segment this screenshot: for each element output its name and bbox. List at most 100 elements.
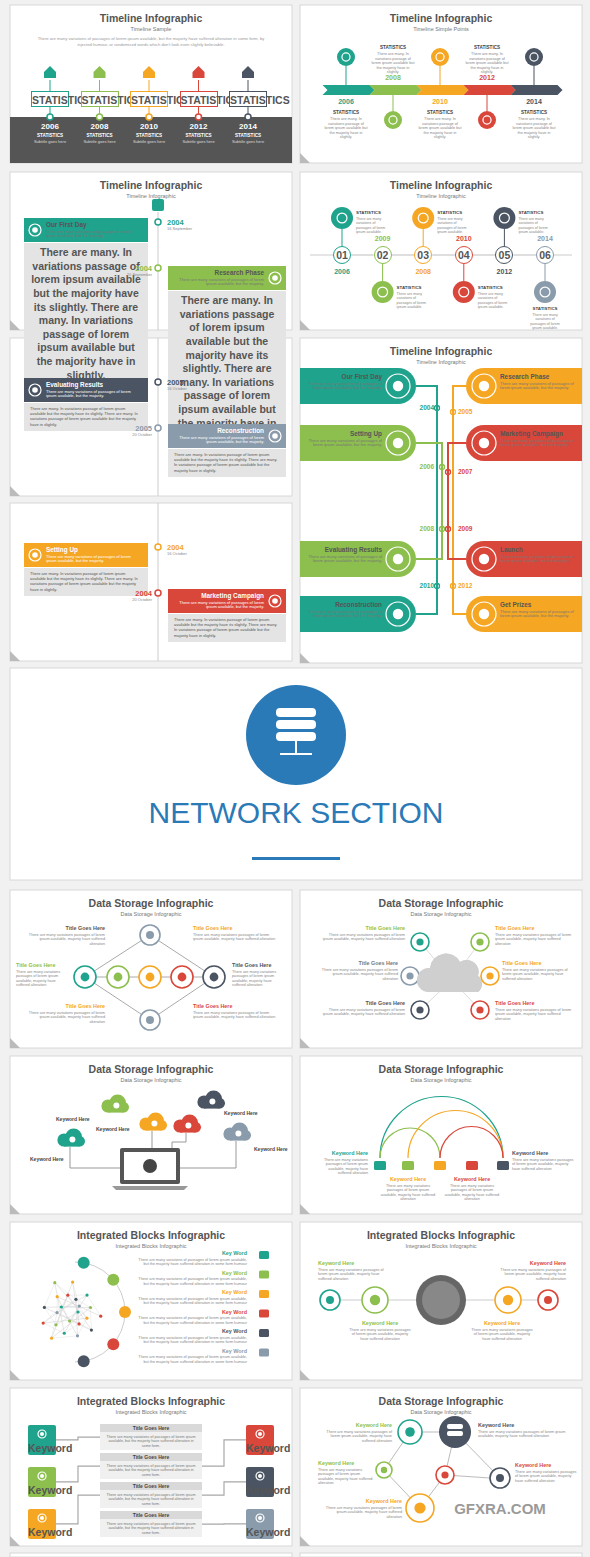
icon-ring	[269, 430, 281, 442]
timeline-axis	[310, 255, 333, 256]
mesh-dot	[53, 1281, 56, 1284]
connector-line	[56, 1495, 100, 1524]
label-text: 2014	[533, 235, 557, 243]
node-body: There are many variations of passages of…	[100, 1462, 202, 1479]
cloud-glyph	[209, 1098, 215, 1104]
timeline-band: Get PrizesThere are many variations of p…	[466, 596, 582, 632]
icon-ring	[269, 595, 281, 607]
section-underline	[252, 857, 340, 860]
icon-ring	[362, 1287, 388, 1313]
label-text: STATISTICS	[80, 133, 120, 139]
icon-circle	[478, 111, 496, 129]
slide-panel: Data Storage InfographicData Storage Inf…	[10, 1056, 292, 1214]
node-body: Data Storage Infographic	[320, 911, 562, 918]
slide-corner	[300, 1536, 310, 1546]
label-text: 2014	[514, 98, 554, 106]
node-heading: There are many. In variations passage of…	[30, 406, 142, 427]
globe-shape	[422, 1281, 460, 1319]
icon-glyph	[393, 609, 403, 619]
connector-line	[432, 254, 455, 255]
node-heading: Timeline Infographic	[30, 179, 272, 192]
keyword-tile: Keyword	[246, 1467, 274, 1497]
icon-glyph	[146, 973, 155, 982]
node-heading: Data Storage Infographic	[320, 1063, 562, 1076]
label-text: There are many variations passages of lo…	[515, 1470, 577, 1484]
slide-panel: Timeline InfographicTimeline Infographic…	[10, 172, 292, 330]
label-text: There are many. In variations passage of…	[465, 52, 509, 75]
node-heading: 02	[377, 249, 389, 262]
mesh-line	[68, 1295, 92, 1330]
step-circle: 06	[536, 246, 554, 264]
label-text: There are many variations passages of lo…	[500, 1268, 566, 1282]
node-heading: 05	[499, 249, 511, 262]
label-text: Subtitle goes here	[28, 140, 72, 145]
label-text: STATISTICS	[465, 45, 509, 51]
icon-ring	[495, 1287, 521, 1313]
label-text: There are many variations passages of lo…	[16, 970, 70, 988]
icon-glyph	[40, 1516, 44, 1520]
connector-line	[448, 443, 466, 559]
globe-glyph	[143, 1159, 157, 1173]
node-icon	[268, 594, 282, 608]
label-text: STATISTICS	[129, 133, 169, 139]
label-text: Key Word	[137, 1309, 247, 1315]
node-body: There are many variations of passages of…	[46, 390, 142, 400]
label-text: STATISTICS	[512, 110, 556, 116]
slide-panel: Data Storage InfographicData Storage Inf…	[300, 1056, 582, 1214]
mesh-dot	[42, 1321, 45, 1324]
label-text: There are many variations passages of lo…	[322, 1430, 392, 1444]
label-text: STATISTICS	[179, 133, 219, 139]
label-text: There are many variations passages of lo…	[380, 1184, 436, 1202]
label-text: There are many variations of passages of…	[437, 217, 471, 234]
timeline-dot	[47, 114, 53, 120]
icon-ring	[38, 1430, 46, 1438]
icon-circle	[493, 207, 515, 229]
icon-glyph	[436, 53, 444, 61]
label-text: There are many variations of passages of…	[137, 1336, 247, 1345]
label-text: Keyword Here	[471, 1320, 533, 1326]
stem-line	[198, 80, 199, 91]
mesh-line	[57, 1313, 91, 1331]
slide-corner	[300, 653, 310, 663]
node-body: Data Storage Infographic	[320, 1077, 562, 1084]
database-glyph	[447, 1424, 463, 1429]
mesh-dot	[76, 1310, 79, 1313]
connector-line	[56, 1437, 100, 1440]
chevron-segment	[323, 85, 375, 95]
node-icon	[37, 1513, 47, 1523]
icon-glyph	[370, 1295, 380, 1305]
node-heading: Title Goes Here	[100, 1511, 202, 1519]
slide-frame	[300, 1553, 582, 1557]
mesh-line	[57, 1297, 69, 1321]
icon-ring	[203, 966, 225, 988]
node-icon	[255, 1429, 265, 1439]
icon-ring	[107, 966, 129, 988]
label-text: Keyword Here	[30, 1156, 66, 1162]
label-text: There are many variations of passages of…	[518, 217, 552, 234]
database-circle	[439, 1416, 471, 1448]
icon-glyph	[32, 387, 38, 393]
icon-circle	[534, 281, 556, 303]
connector-line	[202, 1440, 246, 1466]
label-text: There are many variations passages of lo…	[25, 1011, 105, 1025]
label-text: Keyword Here	[316, 1150, 368, 1156]
slide-corner	[300, 1204, 310, 1214]
label-text: 2007	[458, 468, 478, 476]
laptop-base	[112, 1186, 188, 1190]
mesh-dot	[89, 1306, 92, 1309]
label-text: Keyword Here	[444, 1176, 500, 1182]
slide-corner	[300, 1038, 310, 1048]
node-heading: Setting Up	[46, 546, 142, 554]
cloud-glyph	[151, 1120, 157, 1126]
node-body: There are many variations of passages of…	[174, 436, 264, 446]
mesh-line	[44, 1283, 54, 1308]
step-circle: 02	[374, 246, 392, 264]
timeline-icon	[44, 66, 56, 78]
label-text: There are many. In variations passage of…	[512, 117, 556, 140]
icon-glyph	[337, 213, 347, 223]
label-text: 2008	[411, 268, 435, 276]
mesh-line	[43, 1318, 87, 1323]
slide-corner	[300, 153, 310, 163]
node-heading: There are many. In variations passage of…	[174, 452, 280, 473]
